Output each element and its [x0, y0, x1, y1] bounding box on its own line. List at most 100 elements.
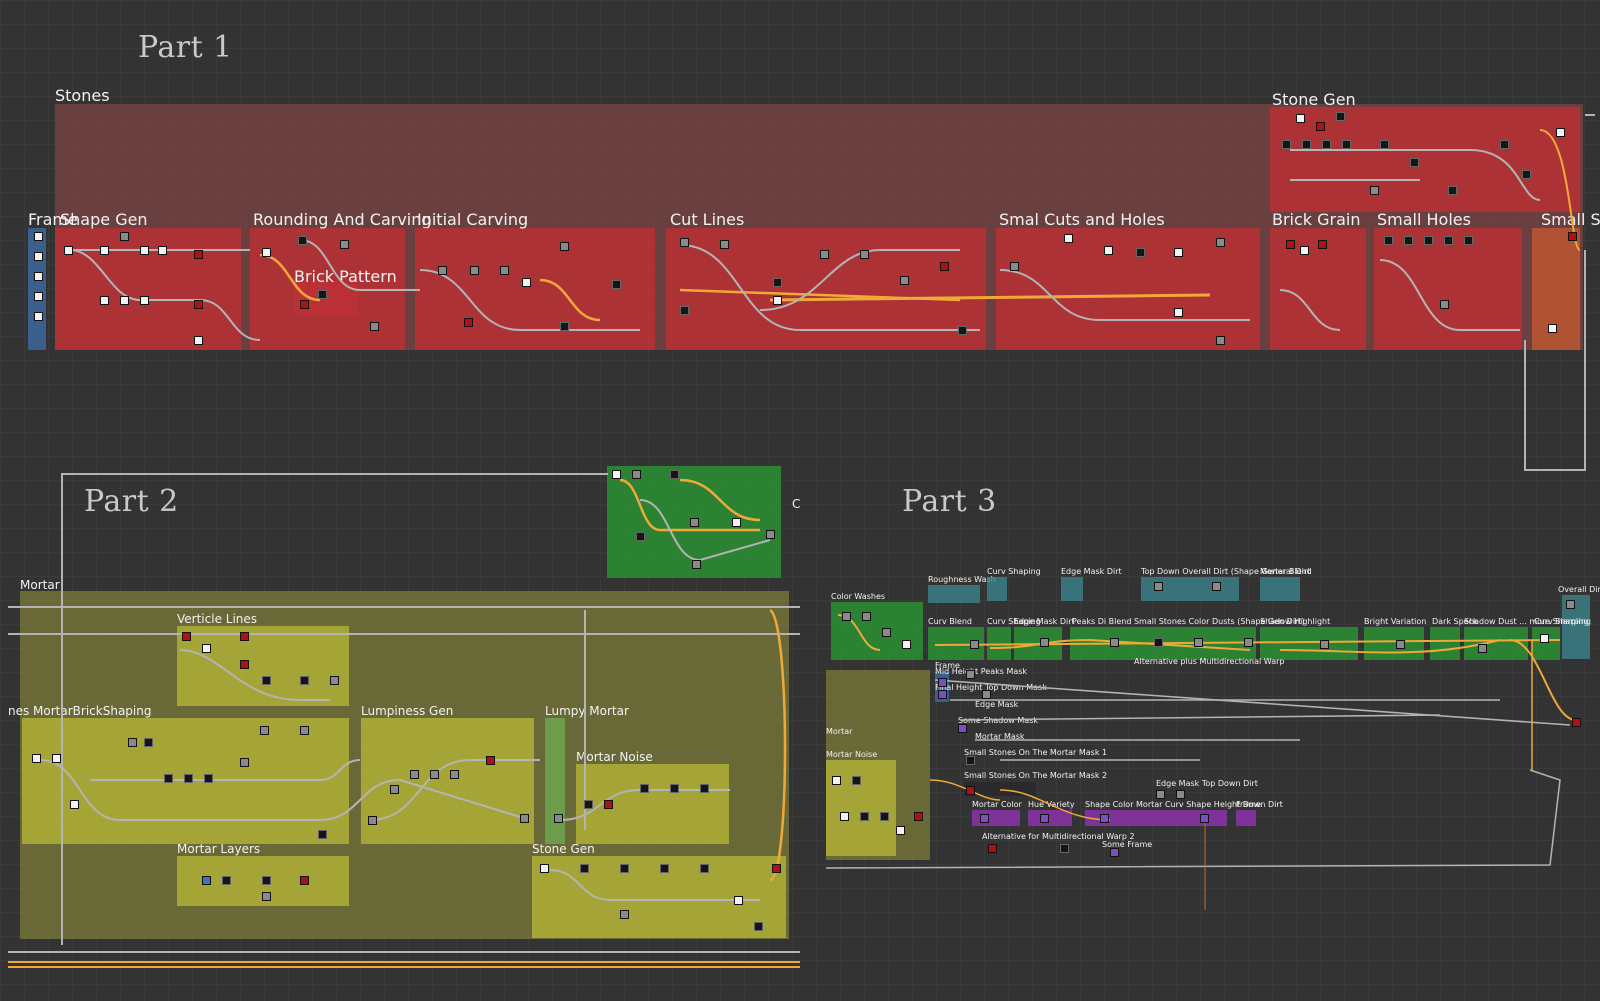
node-thumbnail[interactable]: [318, 290, 327, 299]
frame-curv-shaping-row[interactable]: [987, 627, 1011, 660]
frame-brick-pattern[interactable]: [294, 282, 358, 316]
node-thumbnail[interactable]: [340, 240, 349, 249]
node-thumbnail[interactable]: [620, 864, 629, 873]
node-thumbnail[interactable]: [766, 530, 775, 539]
node-thumbnail[interactable]: [140, 246, 149, 255]
node-thumbnail[interactable]: [262, 892, 271, 901]
node-thumbnail[interactable]: [1336, 112, 1345, 121]
node-thumbnail[interactable]: [522, 278, 531, 287]
node-thumbnail[interactable]: [1540, 634, 1549, 643]
node-thumbnail[interactable]: [1396, 640, 1405, 649]
node-thumbnail[interactable]: [832, 776, 841, 785]
node-thumbnail[interactable]: [1110, 848, 1119, 857]
node-thumbnail[interactable]: [560, 242, 569, 251]
node-thumbnail[interactable]: [368, 816, 377, 825]
node-thumbnail[interactable]: [700, 784, 709, 793]
node-thumbnail[interactable]: [852, 776, 861, 785]
node-thumbnail[interactable]: [612, 280, 621, 289]
node-thumbnail[interactable]: [464, 318, 473, 327]
node-thumbnail[interactable]: [34, 292, 43, 301]
frame-stone-gen-p2[interactable]: [532, 856, 786, 938]
frame-curv-sharping[interactable]: [1532, 627, 1560, 660]
node-thumbnail[interactable]: [262, 876, 271, 885]
node-thumbnail[interactable]: [1320, 640, 1329, 649]
node-thumbnail[interactable]: [202, 876, 211, 885]
node-thumbnail[interactable]: [720, 240, 729, 249]
frame-shadow-highlight[interactable]: [1260, 627, 1358, 660]
node-thumbnail[interactable]: [1556, 128, 1565, 137]
frame-mortar-noise[interactable]: [576, 764, 729, 844]
frame-curv-shaping-top[interactable]: [987, 577, 1007, 601]
frame-cut-lines[interactable]: [666, 228, 986, 350]
node-thumbnail[interactable]: [1244, 638, 1253, 647]
node-thumbnail[interactable]: [734, 896, 743, 905]
node-thumbnail[interactable]: [64, 246, 73, 255]
node-thumbnail[interactable]: [500, 266, 509, 275]
node-thumbnail[interactable]: [52, 754, 61, 763]
node-thumbnail[interactable]: [938, 678, 947, 687]
node-thumbnail[interactable]: [158, 246, 167, 255]
node-thumbnail[interactable]: [958, 326, 967, 335]
node-thumbnail[interactable]: [1060, 844, 1069, 853]
node-thumbnail[interactable]: [670, 470, 679, 479]
node-thumbnail[interactable]: [636, 532, 645, 541]
node-thumbnail[interactable]: [1548, 324, 1557, 333]
node-thumbnail[interactable]: [194, 250, 203, 259]
node-thumbnail[interactable]: [438, 266, 447, 275]
frame-dark-speck[interactable]: [1430, 627, 1460, 660]
node-thumbnail[interactable]: [1104, 246, 1113, 255]
node-thumbnail[interactable]: [882, 628, 891, 637]
node-thumbnail[interactable]: [204, 774, 213, 783]
node-thumbnail[interactable]: [980, 814, 989, 823]
node-thumbnail[interactable]: [773, 296, 782, 305]
node-thumbnail[interactable]: [1478, 644, 1487, 653]
node-thumbnail[interactable]: [240, 660, 249, 669]
node-thumbnail[interactable]: [1568, 232, 1577, 241]
node-thumbnail[interactable]: [128, 738, 137, 747]
frame-small-holes[interactable]: [1374, 228, 1522, 350]
node-thumbnail[interactable]: [184, 774, 193, 783]
node-thumbnail[interactable]: [34, 252, 43, 261]
node-thumbnail[interactable]: [1440, 300, 1449, 309]
node-thumbnail[interactable]: [880, 812, 889, 821]
node-thumbnail[interactable]: [300, 676, 309, 685]
node-thumbnail[interactable]: [1380, 140, 1389, 149]
node-thumbnail[interactable]: [1174, 248, 1183, 257]
node-thumbnail[interactable]: [298, 236, 307, 245]
node-thumbnail[interactable]: [896, 826, 905, 835]
node-thumbnail[interactable]: [1318, 240, 1327, 249]
node-thumbnail[interactable]: [966, 756, 975, 765]
node-thumbnail[interactable]: [1464, 236, 1473, 245]
node-thumbnail[interactable]: [70, 800, 79, 809]
node-thumbnail[interactable]: [982, 690, 991, 699]
node-thumbnail[interactable]: [1566, 600, 1575, 609]
node-thumbnail[interactable]: [300, 300, 309, 309]
node-thumbnail[interactable]: [100, 296, 109, 305]
node-thumbnail[interactable]: [1404, 236, 1413, 245]
node-thumbnail[interactable]: [820, 250, 829, 259]
node-thumbnail[interactable]: [842, 612, 851, 621]
node-thumbnail[interactable]: [300, 726, 309, 735]
node-thumbnail[interactable]: [754, 922, 763, 931]
node-thumbnail[interactable]: [1212, 582, 1221, 591]
node-thumbnail[interactable]: [1110, 638, 1119, 647]
node-thumbnail[interactable]: [660, 864, 669, 873]
node-thumbnail[interactable]: [1216, 238, 1225, 247]
node-thumbnail[interactable]: [1176, 790, 1185, 799]
frame-lumpy-mortar[interactable]: [545, 718, 565, 844]
node-thumbnail[interactable]: [1296, 114, 1305, 123]
node-thumbnail[interactable]: [1216, 336, 1225, 345]
node-thumbnail[interactable]: [262, 676, 271, 685]
node-thumbnail[interactable]: [670, 784, 679, 793]
node-thumbnail[interactable]: [34, 272, 43, 281]
node-thumbnail[interactable]: [1040, 814, 1049, 823]
node-thumbnail[interactable]: [1154, 582, 1163, 591]
node-thumbnail[interactable]: [612, 470, 621, 479]
node-thumbnail[interactable]: [318, 830, 327, 839]
node-thumbnail[interactable]: [240, 758, 249, 767]
node-thumbnail[interactable]: [902, 640, 911, 649]
node-thumbnail[interactable]: [262, 248, 271, 257]
frame-lumpiness-gen[interactable]: [361, 718, 534, 844]
node-thumbnail[interactable]: [1154, 638, 1163, 647]
node-thumbnail[interactable]: [144, 738, 153, 747]
